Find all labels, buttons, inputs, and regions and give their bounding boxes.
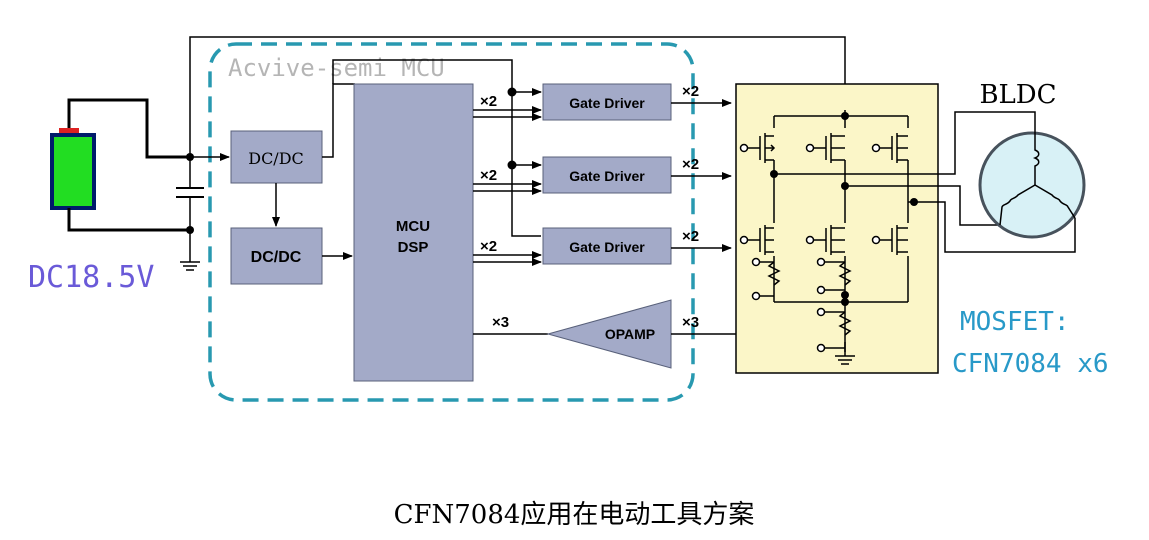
gate-driver-1-label: Gate Driver [569, 95, 645, 111]
gate-driver-2 [542, 156, 672, 194]
junction [770, 170, 778, 178]
gate-driver-3-input-multiplier: ×2 [480, 238, 497, 255]
gate-driver-2-output-multiplier: ×2 [682, 156, 699, 173]
battery-positive-wire [67, 98, 190, 159]
battery [50, 128, 96, 210]
capacitor [176, 157, 204, 262]
bldc-motor-housing [978, 131, 1086, 239]
battery-body [50, 133, 96, 210]
mosfet-q5 [805, 225, 845, 255]
mcu-label: MCU [396, 218, 430, 235]
junction [841, 182, 849, 190]
junction [910, 198, 918, 206]
bldc-motor [978, 130, 1086, 239]
ground-symbol [180, 261, 200, 271]
opamp-label: OPAMP [605, 326, 655, 342]
gate-driver-supply-rail [332, 59, 541, 237]
battery-negative-wire [67, 208, 190, 232]
gate-driver-1 [542, 83, 672, 121]
shunt-resistors [760, 261, 852, 349]
dcdc1-to-mcu-wire [322, 83, 355, 158]
bldc-motor-windings [999, 130, 1076, 226]
mosfet-label-line1: MOSFET: [960, 307, 1070, 337]
dcdc2-block [230, 227, 323, 285]
caption: CFN7084应用在电动工具方案 [394, 500, 755, 530]
top-bus-wire [189, 36, 846, 157]
mosfet-q3 [871, 133, 908, 163]
gate-driver-1-output-multiplier: ×2 [682, 83, 699, 100]
junction [507, 87, 517, 97]
junction [841, 291, 849, 299]
mosfet-label-line2: CFN7084 x6 [952, 349, 1109, 379]
junction [841, 112, 849, 120]
gate-driver-2-input-multiplier: ×2 [480, 167, 497, 184]
mosfet-q4 [739, 225, 774, 255]
gate-driver-3-output-multiplier: ×2 [682, 228, 699, 245]
junction [841, 298, 849, 306]
battery-voltage-label: DC18.5V [28, 260, 154, 295]
battery-cap [59, 128, 79, 134]
gate-driver-3 [542, 227, 672, 265]
mosfet-q2 [805, 133, 845, 163]
mosfet-q6 [871, 225, 908, 255]
opamp-input-multiplier: ×3 [492, 314, 509, 331]
junction [507, 160, 517, 170]
gate-driver-row-3: ×2 Gate Driver ×2 [473, 227, 732, 266]
gate-driver-2-label: Gate Driver [569, 168, 645, 184]
sense-terminals [751, 257, 826, 353]
dsp-label: DSP [398, 239, 429, 256]
mosfet-q1 [739, 133, 776, 163]
dcdc2-label: DC/DC [251, 249, 302, 266]
mcu-boundary [208, 42, 695, 402]
bldc-label: BLDC [979, 80, 1056, 110]
dcdc1-label: DC/DC [248, 149, 304, 168]
gate-driver-row-2: ×2 Gate Driver ×2 [473, 156, 732, 195]
mcu-boundary-label: Acvive-semi MCU [228, 54, 445, 82]
gate-driver-3-label: Gate Driver [569, 239, 645, 255]
gate-driver-1-input-multiplier: ×2 [480, 93, 497, 110]
gate-driver-row-1: ×2 Gate Driver ×2 [473, 83, 732, 121]
mcu-dsp-block [353, 83, 474, 382]
opamp-output-multiplier: ×3 [682, 314, 699, 331]
